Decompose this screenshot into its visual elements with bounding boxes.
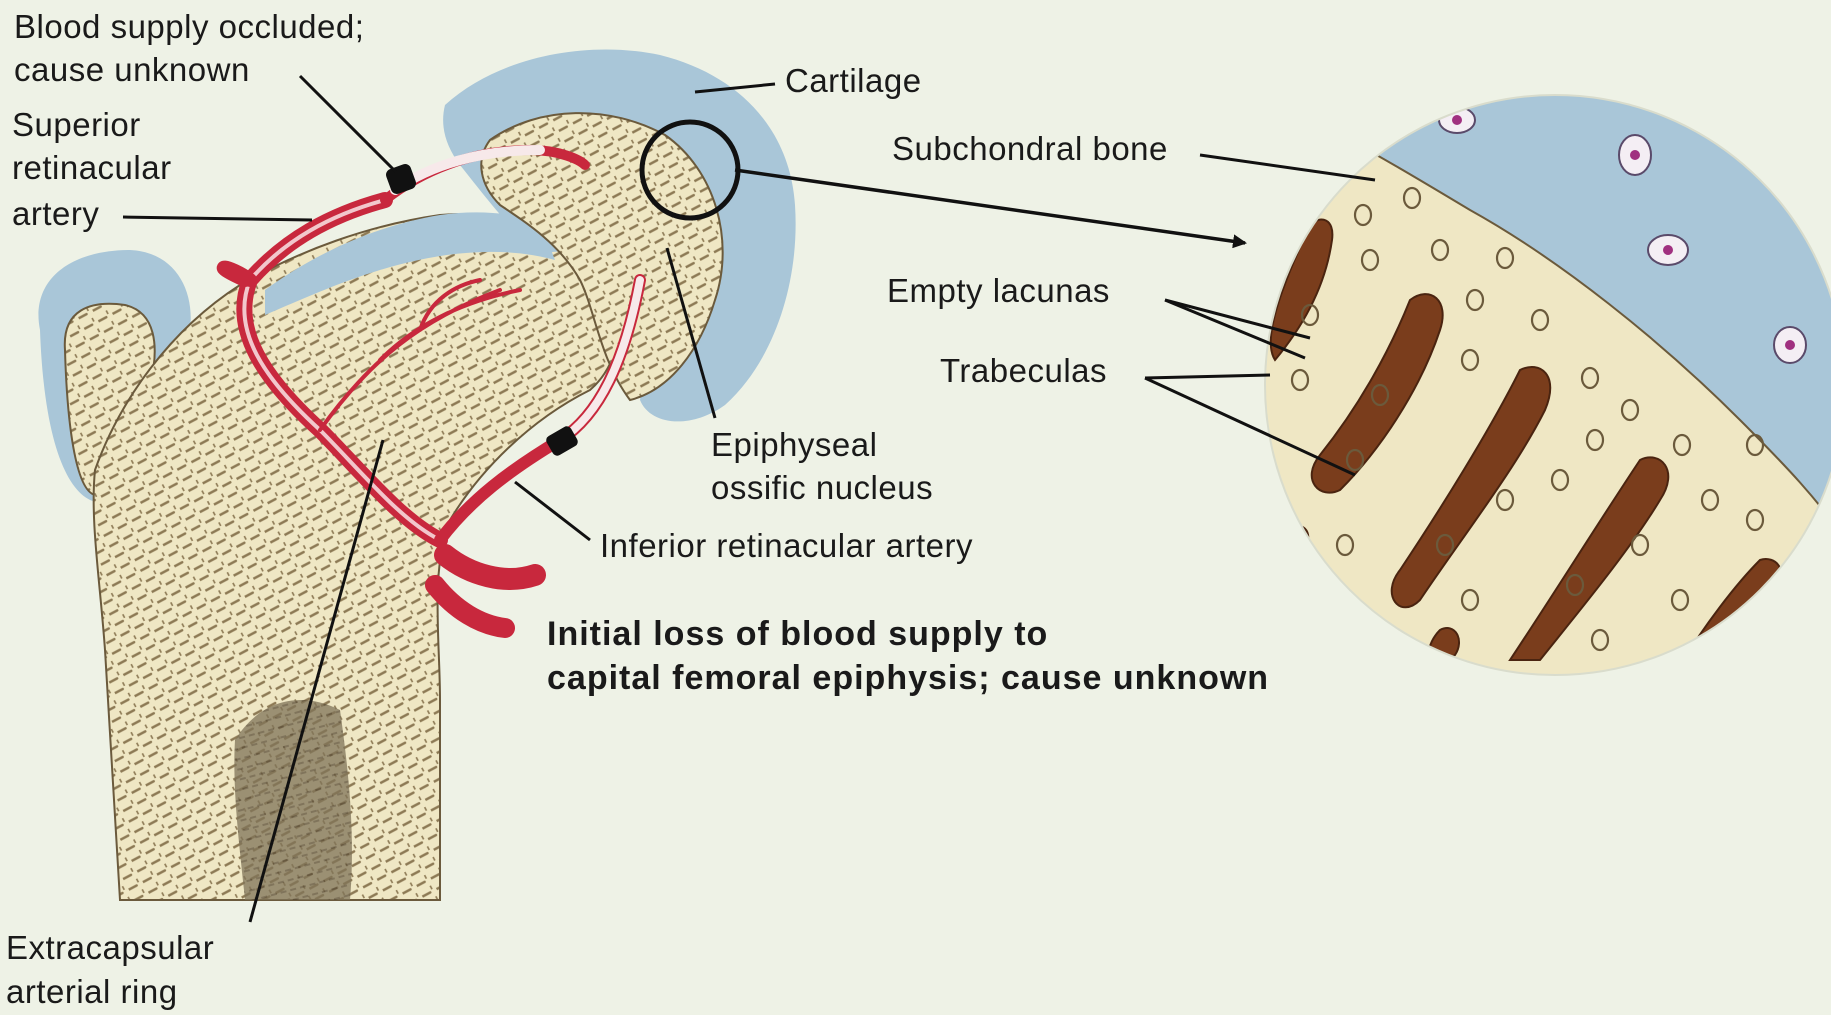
label-extracapsular-line2: arterial ring: [6, 971, 178, 1013]
caption-line2: capital femoral epiphysis; cause unknown: [547, 656, 1269, 700]
trochanter-branch: [224, 268, 250, 280]
label-superior-retinacular-line3: artery: [12, 193, 99, 235]
caption-line1: Initial loss of blood supply to: [547, 612, 1048, 656]
label-empty-lacunas: Empty lacunas: [887, 270, 1110, 312]
label-blood-supply-occluded-line1: Blood supply occluded;: [14, 6, 364, 48]
label-inferior-retinacular-artery: Inferior retinacular artery: [600, 525, 973, 567]
label-blood-supply-occluded-line2: cause unknown: [14, 49, 250, 91]
label-epiphyseal-line1: Epiphyseal: [711, 424, 877, 466]
magnify-arrow: [735, 170, 1245, 243]
label-epiphyseal-line2: ossific nucleus: [711, 467, 933, 509]
label-cartilage: Cartilage: [785, 60, 922, 102]
label-superior-retinacular-line1: Superior: [12, 104, 141, 146]
label-trabeculas: Trabeculas: [940, 350, 1107, 392]
label-extracapsular-line1: Extracapsular: [6, 927, 214, 969]
magnified-inset: [1252, 90, 1831, 690]
femoral-shaft-cortex: [234, 700, 352, 900]
label-superior-retinacular-line2: retinacular: [12, 147, 172, 189]
label-subchondral-bone: Subchondral bone: [892, 128, 1168, 170]
